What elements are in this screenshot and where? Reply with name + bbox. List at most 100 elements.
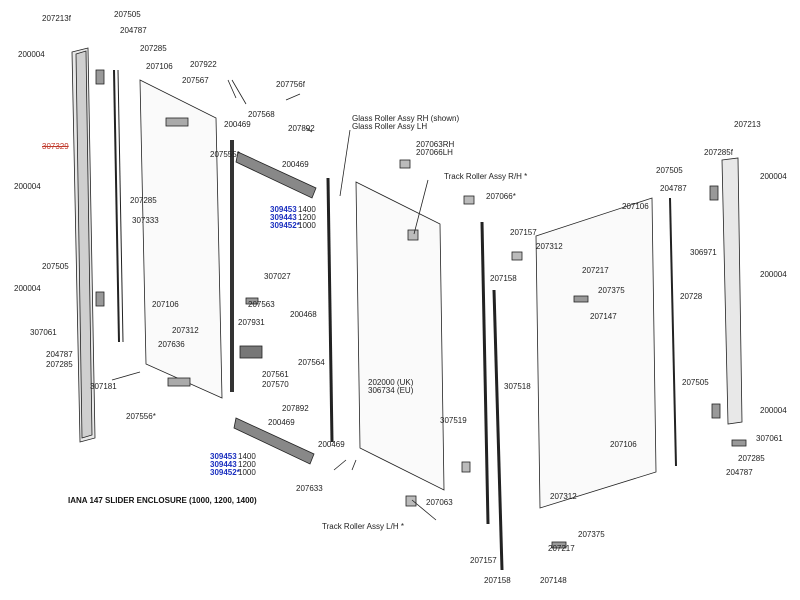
part-label: 309452* xyxy=(210,468,240,477)
part-label: 207561 xyxy=(262,370,289,379)
part-label: 207375 xyxy=(578,530,605,539)
part-label: 207564 xyxy=(298,358,325,367)
part-label: 207505 xyxy=(656,166,683,175)
part-label: 306734 (EU) xyxy=(368,386,414,395)
part-label: 1200 xyxy=(298,213,316,222)
part-label: 207063RH xyxy=(416,140,455,149)
part-label: 207213 xyxy=(734,120,761,129)
part-label: 207555* xyxy=(210,150,240,159)
part-label: 309443 xyxy=(210,460,237,469)
part-label: 207217 xyxy=(548,544,575,553)
part-label: 207931 xyxy=(238,318,265,327)
part-label: 307181 xyxy=(90,382,117,391)
part-label: 207106 xyxy=(610,440,637,449)
part-label: 207568 xyxy=(248,110,275,119)
part-label: 207285 xyxy=(130,196,157,205)
part-label: Track Roller Assy L/H * xyxy=(322,522,404,531)
part-label: Track Roller Assy R/H * xyxy=(444,172,528,181)
part-label: 20728 xyxy=(680,292,703,301)
part-label: 200004 xyxy=(760,172,787,181)
part-label: 200468 xyxy=(290,310,317,319)
bracket-top-left xyxy=(95,69,105,85)
part-label: 200469 xyxy=(268,418,295,427)
part-label: 207158 xyxy=(484,576,511,585)
part-label: 207892 xyxy=(288,124,315,133)
part-label: 200004 xyxy=(760,270,787,279)
part-label: Glass Roller Assy LH xyxy=(352,122,428,131)
bracket-bottom-right xyxy=(711,403,721,419)
part-label: 306971 xyxy=(690,248,717,257)
part-label: 207556* xyxy=(126,412,156,421)
part-label: 207285f xyxy=(704,148,733,157)
bracket-top-right xyxy=(709,185,719,201)
part-label: 309453 xyxy=(210,452,237,461)
part-label: Glass Roller Assy RH (shown) xyxy=(352,114,460,123)
left-wall-profile-face xyxy=(75,50,93,439)
part-label: 307329 xyxy=(42,142,69,151)
part-label: 204787 xyxy=(726,468,753,477)
part-label: 207106 xyxy=(152,300,179,309)
diagram-title: IANA 147 SLIDER ENCLOSURE (1000, 1200, 1… xyxy=(68,496,257,505)
part-label: 207217 xyxy=(582,266,609,275)
part-label: 200469 xyxy=(318,440,345,449)
part-label: 207285 xyxy=(738,454,765,463)
part-label: 207505 xyxy=(682,378,709,387)
part-label: 207285 xyxy=(46,360,73,369)
part-label: 207312 xyxy=(172,326,199,335)
part-label: 307061 xyxy=(30,328,57,337)
part-label: 207106 xyxy=(622,202,649,211)
part-label: 309443 xyxy=(270,213,297,222)
part-label: 1400 xyxy=(298,205,316,214)
part-label: 207312 xyxy=(536,242,563,251)
part-label: 1400 xyxy=(238,452,256,461)
part-label: 207567 xyxy=(182,76,209,85)
part-label: 307518 xyxy=(504,382,531,391)
part-label: 204787 xyxy=(660,184,687,193)
part-label: 200004 xyxy=(18,50,45,59)
part-label: 207157 xyxy=(470,556,497,565)
part-label: 207563 xyxy=(248,300,275,309)
part-label: 207756f xyxy=(276,80,305,89)
part-label: 200004 xyxy=(760,406,787,415)
part-label: 200469 xyxy=(224,120,251,129)
part-label: 207505 xyxy=(114,10,141,19)
part-label: 307061 xyxy=(756,434,783,443)
part-label: 207505 xyxy=(42,262,69,271)
fixed-glass-panel-right xyxy=(535,197,657,509)
part-label: 204787 xyxy=(46,350,73,359)
part-label: 1000 xyxy=(238,468,256,477)
part-label: 204787 xyxy=(120,26,147,35)
top-rail xyxy=(235,151,317,199)
part-label: 207892 xyxy=(282,404,309,413)
part-label: 307027 xyxy=(264,272,291,281)
part-label: 207922 xyxy=(190,60,217,69)
part-label: 207570 xyxy=(262,380,289,389)
part-label: 207312 xyxy=(550,492,577,501)
part-label: 309452* xyxy=(270,221,300,230)
part-label: 200004 xyxy=(14,284,41,293)
part-label: 307519 xyxy=(440,416,467,425)
part-label: 207066* xyxy=(486,192,516,201)
part-label: 200469 xyxy=(282,160,309,169)
part-label: 207063 xyxy=(426,498,453,507)
part-label: 207633 xyxy=(296,484,323,493)
fixed-glass-panel-left xyxy=(139,79,223,399)
part-label: 207066LH xyxy=(416,148,453,157)
part-label: 1200 xyxy=(238,460,256,469)
part-label: 307333 xyxy=(132,216,159,225)
bracket-bottom-left xyxy=(95,291,105,307)
right-wall-profile xyxy=(721,157,743,425)
part-label: 207375 xyxy=(598,286,625,295)
part-label: 207636 xyxy=(158,340,185,349)
part-label: 1000 xyxy=(298,221,316,230)
bottom-rail xyxy=(233,417,315,465)
part-label: 202000 (UK) xyxy=(368,378,414,387)
part-label: 207213f xyxy=(42,14,71,23)
part-label: 207147 xyxy=(590,312,617,321)
part-label: 200004 xyxy=(14,182,41,191)
part-label: 207106 xyxy=(146,62,173,71)
sliding-glass-panel xyxy=(355,181,445,491)
part-label: 207158 xyxy=(490,274,517,283)
